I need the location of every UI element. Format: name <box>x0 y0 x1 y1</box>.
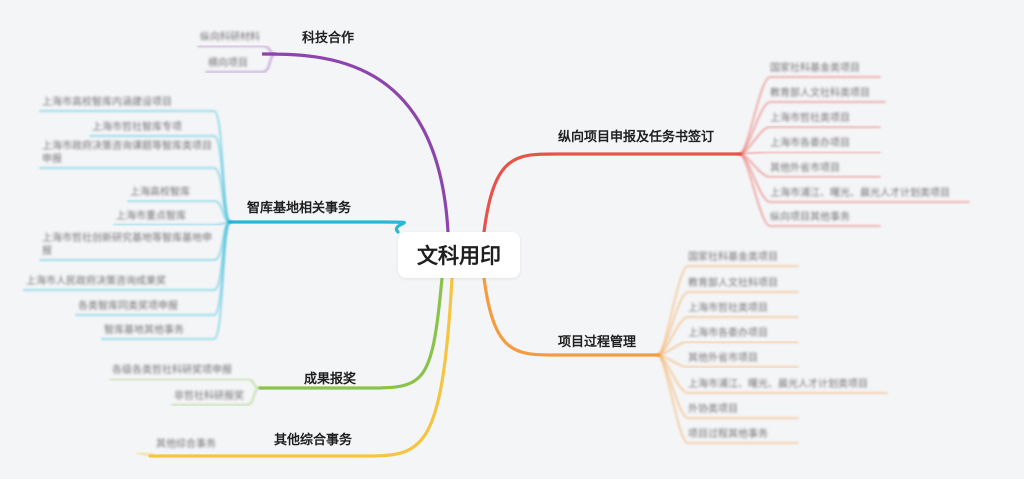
leaf-connector <box>205 53 277 73</box>
leaf-item[interactable]: 非哲社科研报奖 <box>174 391 244 402</box>
leaf-item[interactable]: 横向项目 <box>208 58 248 69</box>
leaf-item[interactable]: 纵向科研材料 <box>200 32 260 43</box>
leaf-item[interactable]: 其他综合事务 <box>156 439 216 450</box>
branch-connector <box>482 152 742 234</box>
branch-label[interactable]: 项目过程管理 <box>558 335 637 350</box>
leaf-item[interactable]: 其他外省市项目 <box>770 163 840 174</box>
leaf-item[interactable]: 智库基地其他事务 <box>104 325 184 336</box>
leaf-item[interactable]: 上海市各委办项目 <box>688 328 768 339</box>
leaf-item[interactable]: 教育部人文社科项目 <box>688 278 778 289</box>
branch-connector <box>261 52 450 234</box>
leaf-item[interactable]: 上海市哲社类项目 <box>688 303 768 314</box>
leaf-item[interactable]: 其他外省市项目 <box>688 353 758 364</box>
branch-label[interactable]: 成果报奖 <box>304 372 357 387</box>
leaf-item[interactable]: 上海高校智库 <box>130 187 190 198</box>
leaf-item[interactable]: 纵向项目其他事务 <box>770 212 850 223</box>
root-node[interactable]: 文科用印 <box>398 232 520 278</box>
branch-label[interactable]: 智库基地相关事务 <box>247 201 352 216</box>
branch-connector <box>228 220 406 234</box>
leaf-item[interactable]: 上海市哲社类项目 <box>770 113 850 124</box>
leaf-item[interactable]: 上海市政府决策咨询课题等智库类项目申报 <box>42 141 212 165</box>
leaf-item[interactable]: 国家社科基金类项目 <box>688 252 778 263</box>
leaf-connector <box>739 151 881 155</box>
branch-label[interactable]: 其他综合事务 <box>274 433 353 448</box>
leaf-connector <box>657 354 799 444</box>
leaf-item[interactable]: 各类智库同类奖项申报 <box>78 301 178 312</box>
leaf-connector <box>109 378 261 389</box>
leaf-connector <box>739 153 881 227</box>
branch-connector <box>482 276 660 357</box>
branch-connector <box>148 276 454 458</box>
leaf-connector <box>101 221 231 340</box>
leaf-item[interactable]: 上海市哲社智库专项 <box>92 122 182 133</box>
leaf-connector <box>739 126 881 155</box>
leaf-item[interactable]: 项目过程其他事务 <box>688 429 768 440</box>
leaf-item[interactable]: 上海市高校智库内涵建设项目 <box>42 97 172 108</box>
leaf-connector <box>657 316 799 356</box>
leaf-item[interactable]: 教育部人文社科类项目 <box>770 88 870 99</box>
leaf-item[interactable]: 上海市重点智库 <box>116 211 186 222</box>
leaf-item[interactable]: 各级各类哲社科研奖项申报 <box>112 365 232 376</box>
leaf-item[interactable]: 上海市哲社创新研究基地等智库基地申报 <box>42 233 212 257</box>
leaf-connector <box>657 341 799 356</box>
leaf-connector <box>135 452 155 457</box>
leaf-connector <box>127 200 231 223</box>
leaf-item[interactable]: 上海市各委办项目 <box>770 138 850 149</box>
leaf-connector <box>171 387 261 406</box>
leaf-item[interactable]: 上海市浦江、曙光、晨光人才计划类项目 <box>688 379 868 390</box>
leaf-item[interactable]: 上海市浦江、曙光、晨光人才计划类项目 <box>770 188 950 199</box>
branch-label[interactable]: 科技合作 <box>302 31 355 46</box>
branch-connector <box>258 276 444 390</box>
leaf-item[interactable]: 上海市人民政府决策咨询成果奖 <box>26 276 166 287</box>
branch-label[interactable]: 纵向项目申报及任务书签订 <box>558 130 715 145</box>
leaf-item[interactable]: 外协类项目 <box>688 404 738 415</box>
leaf-item[interactable]: 国家社科基金类项目 <box>770 63 860 74</box>
